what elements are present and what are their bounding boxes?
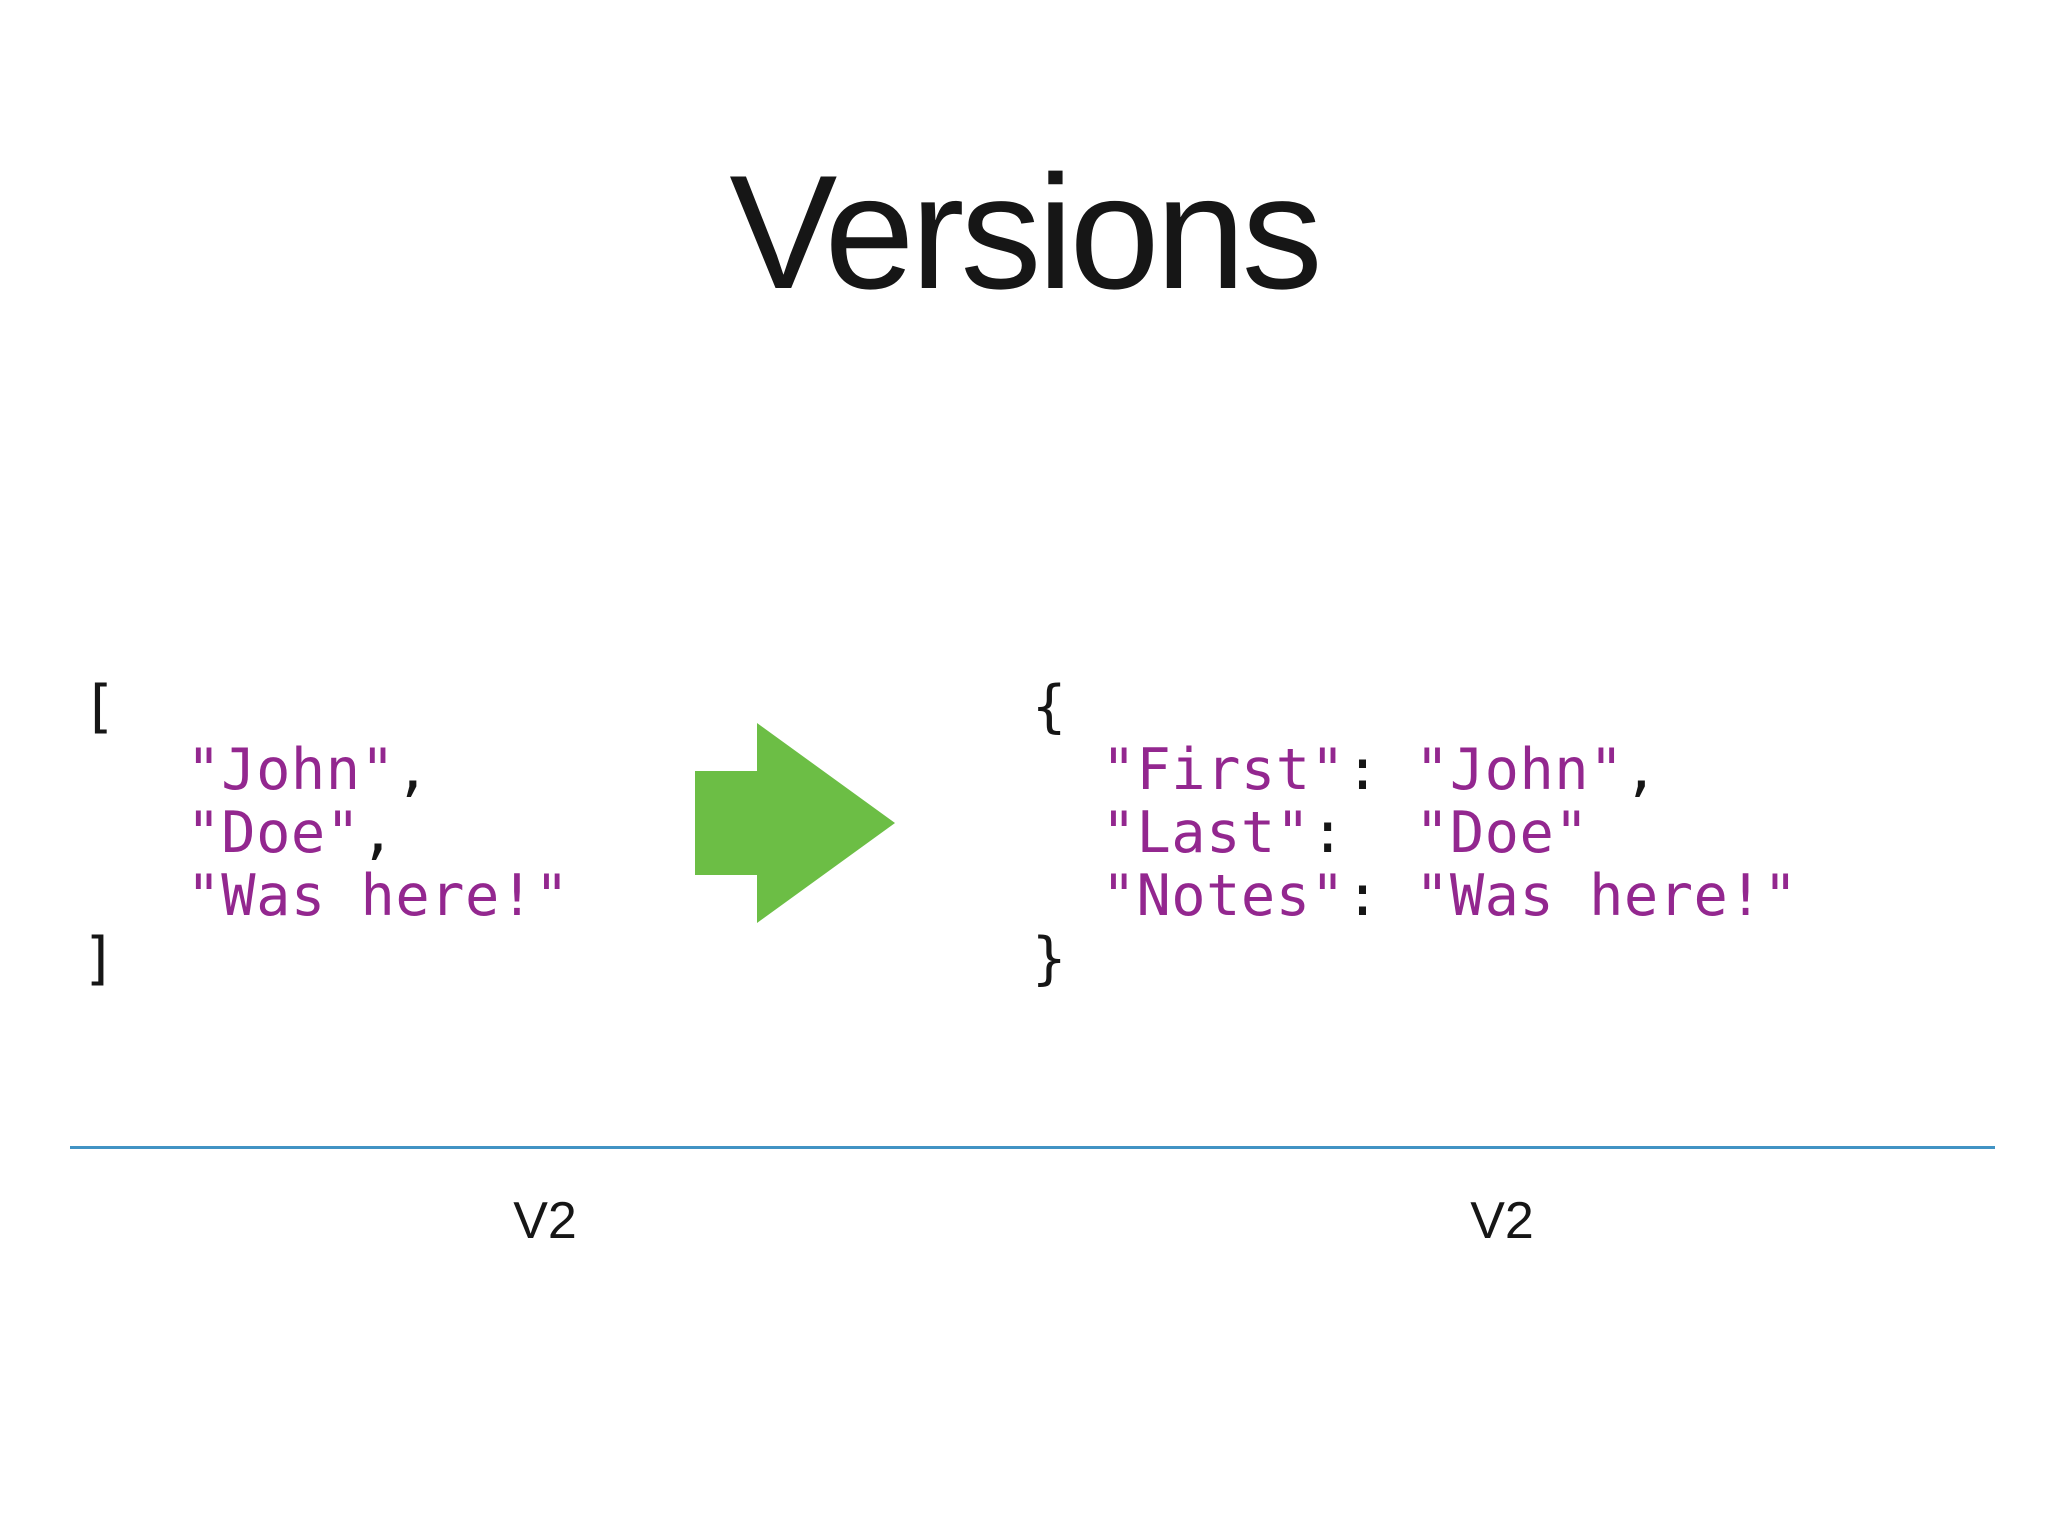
arrow-right-icon <box>695 723 895 923</box>
string-token: "Was here!" <box>1415 863 1798 929</box>
plain-token <box>82 737 186 803</box>
code-line: } <box>1032 928 1798 991</box>
plain-token <box>1032 863 1102 929</box>
code-line: "John", <box>82 739 569 802</box>
code-line: "Notes": "Was here!" <box>1032 865 1798 928</box>
code-line: "Was here!" <box>82 865 569 928</box>
page-title: Versions <box>729 142 1322 323</box>
plain-token <box>82 863 186 929</box>
divider-line <box>70 1146 1995 1149</box>
version-label-left: V2 <box>513 1192 577 1250</box>
code-block-left: [ "John", "Doe", "Was here!"] <box>82 676 569 991</box>
code-block-right: { "First": "John", "Last": "Doe" "Notes"… <box>1032 676 1798 991</box>
code-line: ] <box>82 928 569 991</box>
plain-token: } <box>1032 926 1067 992</box>
code-line: "Doe", <box>82 802 569 865</box>
string-token: "Doe" <box>1415 800 1590 866</box>
arrow-right-shape <box>695 723 895 923</box>
string-token: "Was here!" <box>186 863 570 929</box>
string-token: "Doe" <box>186 800 361 866</box>
plain-token <box>82 800 186 866</box>
string-token: "First" <box>1101 737 1346 803</box>
code-line: "Last": "Doe" <box>1032 802 1798 865</box>
string-token: "Last" <box>1101 800 1311 866</box>
code-line: "First": "John", <box>1032 739 1798 802</box>
plain-token: , <box>1623 737 1659 803</box>
version-label-right: V2 <box>1470 1192 1534 1250</box>
plain-token: : <box>1345 737 1415 803</box>
plain-token: { <box>1032 674 1067 740</box>
plain-token: , <box>360 800 396 866</box>
code-line: { <box>1032 676 1798 739</box>
plain-token <box>1032 800 1102 866</box>
plain-token: ] <box>82 926 117 992</box>
plain-token: : <box>1310 800 1415 866</box>
string-token: "John" <box>1415 737 1624 803</box>
plain-token: : <box>1345 863 1415 929</box>
code-line: [ <box>82 676 569 739</box>
plain-token <box>1032 737 1102 803</box>
plain-token: [ <box>82 674 117 740</box>
plain-token: , <box>395 737 431 803</box>
string-token: "Notes" <box>1101 863 1346 929</box>
string-token: "John" <box>186 737 396 803</box>
